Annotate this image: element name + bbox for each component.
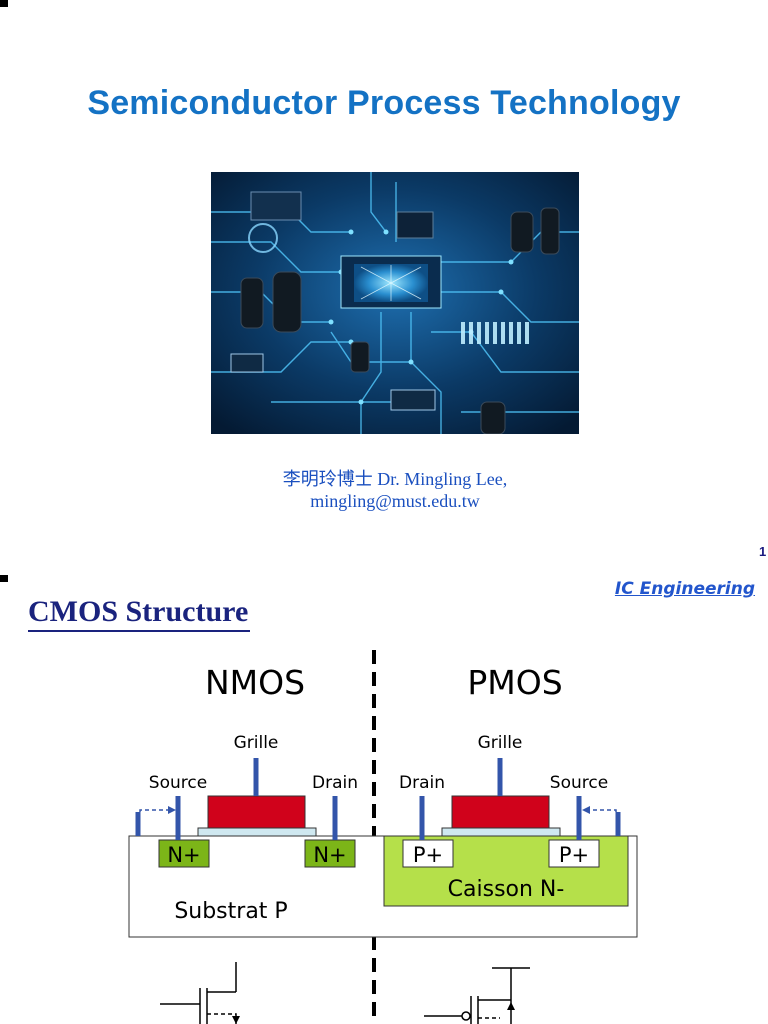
cmos-slide: IC Engineering CMOS Structure NMOS PMOS … — [0, 568, 768, 1024]
substrate-label: Substrat P — [174, 899, 287, 924]
pmos-grille-label: Grille — [478, 733, 523, 753]
page-number: 1 — [759, 544, 767, 559]
nmos-grille-label: Grille — [234, 733, 279, 753]
title-slide: Semiconductor Process Technology — [0, 0, 767, 559]
pmos-heading: PMOS — [467, 663, 562, 702]
pmos-p-plus-left-label: P+ — [413, 843, 443, 867]
nmos-n-plus-left-label: N+ — [167, 843, 200, 867]
nmos-transistor-symbol — [160, 962, 237, 1024]
well-label: Caisson N- — [448, 877, 565, 902]
pmos-p-plus-right — [548, 839, 600, 868]
slide-corner-mark — [0, 575, 8, 582]
pmos-drain-label: Drain — [399, 773, 445, 793]
pmos-p-plus-left — [402, 839, 454, 868]
pmos-source-label: Source — [550, 773, 608, 793]
nmos-n-plus-right-label: N+ — [313, 843, 346, 867]
nmos-gate-oxide — [197, 827, 317, 837]
nmos-drain-label: Drain — [312, 773, 358, 793]
nmos-n-plus-left — [158, 839, 210, 868]
circuit-board-image — [211, 172, 579, 434]
nmos-n-plus-right — [304, 839, 356, 868]
ic-engineering-link[interactable]: IC Engineering — [614, 579, 755, 599]
nmos-source-label: Source — [149, 773, 207, 793]
nmos-gate — [207, 795, 306, 829]
nmos-heading: NMOS — [205, 663, 305, 702]
slide-title: CMOS Structure — [28, 594, 251, 632]
pmos-gate-oxide — [441, 827, 561, 837]
author-email[interactable]: mingling@must.edu.tw — [310, 491, 480, 511]
pmos-transistor-symbol — [424, 967, 530, 1024]
slide-title: Semiconductor Process Technology — [87, 84, 681, 122]
cmos-structure-diagram: NMOS PMOS Grille Source Drain Grille Dra… — [128, 650, 638, 1024]
pmos-p-plus-right-label: P+ — [559, 843, 589, 867]
author-name: 李明玲博士 Dr. Mingling Lee, — [282, 469, 508, 489]
pmos-gate — [451, 795, 550, 829]
slide-corner-mark — [0, 0, 8, 7]
